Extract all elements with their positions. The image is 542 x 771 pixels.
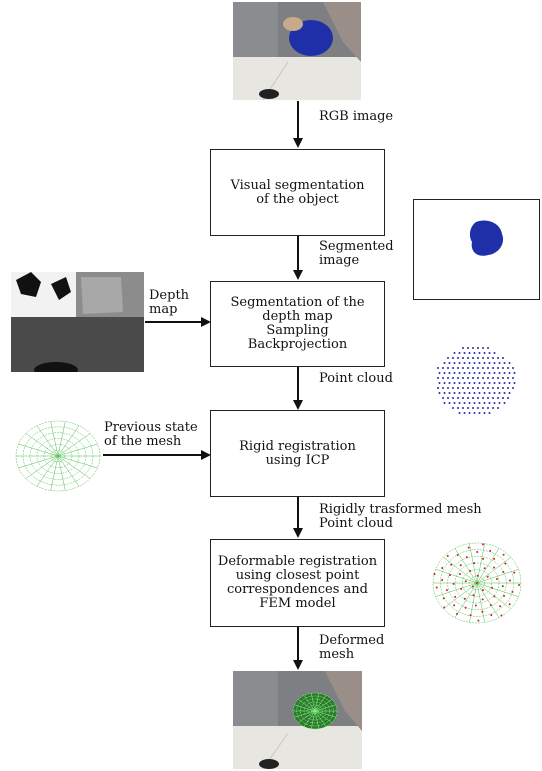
segmented-image-label: Segmented image xyxy=(319,239,394,268)
visual-segmentation-box: Visual segmentation of the object xyxy=(210,149,385,236)
depth-map-image xyxy=(11,272,144,372)
point-cloud-image xyxy=(432,343,519,419)
segmented-mask-image xyxy=(413,199,540,300)
output-photo xyxy=(233,671,362,769)
depth-map-label: Depth map xyxy=(149,288,190,317)
rigid-transformed-label: Rigidly trasformed mesh Point cloud xyxy=(319,502,482,531)
previous-state-label: Previous state of the mesh xyxy=(104,420,198,449)
previous-mesh-image xyxy=(13,418,103,494)
deformed-mesh-label: Deformed mesh xyxy=(319,633,385,662)
point-cloud-label: Point cloud xyxy=(319,371,393,386)
input-photo xyxy=(233,2,361,100)
registered-mesh-image xyxy=(430,540,524,626)
deformable-registration-box: Deformable registration using closest po… xyxy=(210,539,385,627)
rigid-registration-box: Rigid registration using ICP xyxy=(210,410,385,497)
depth-segmentation-box: Segmentation of the depth map Sampling B… xyxy=(210,281,385,367)
rgb-image-label: RGB image xyxy=(319,109,394,124)
